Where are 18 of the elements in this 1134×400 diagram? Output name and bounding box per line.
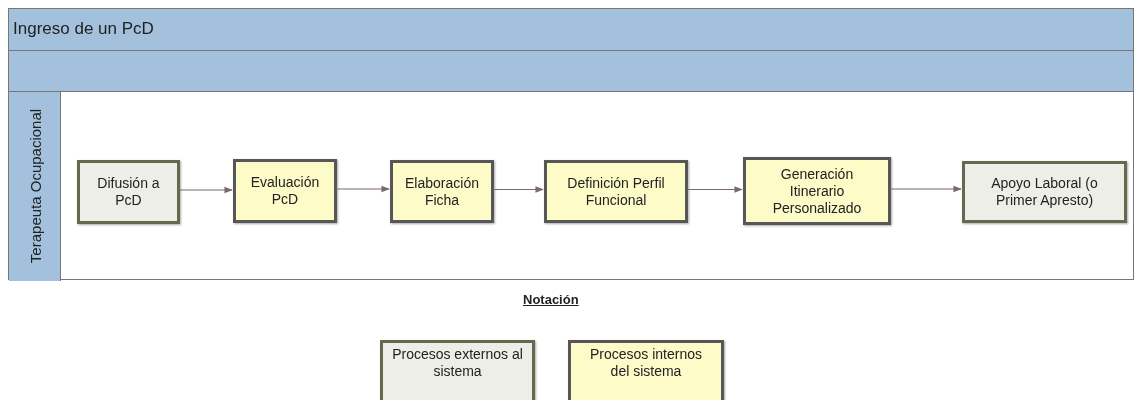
legend-label: Procesos externos al sistema bbox=[392, 346, 523, 380]
pool-title: Ingreso de un PcD bbox=[13, 19, 154, 39]
arrow bbox=[889, 185, 962, 193]
process-box: Apoyo Laboral (o Primer Apresto) bbox=[962, 161, 1127, 223]
arrow bbox=[178, 186, 233, 194]
arrow bbox=[686, 186, 743, 193]
process-box: Difusión a PcD bbox=[77, 160, 180, 224]
arrow bbox=[492, 186, 544, 193]
notation-heading: Notación bbox=[523, 292, 579, 307]
arrow bbox=[335, 185, 390, 193]
lane-label: Terapeuta Ocupacional bbox=[26, 108, 44, 264]
pool-frame bbox=[8, 8, 1134, 280]
process-box: Definición Perfil Funcional bbox=[544, 160, 688, 223]
process-box: Elaboración Ficha bbox=[390, 160, 494, 223]
swimlane bbox=[9, 91, 1134, 281]
legend-label: Procesos internos del sistema bbox=[588, 346, 704, 380]
process-box: Generación Itinerario Personalizado bbox=[743, 157, 891, 225]
process-box: Evaluación PcD bbox=[233, 159, 337, 223]
